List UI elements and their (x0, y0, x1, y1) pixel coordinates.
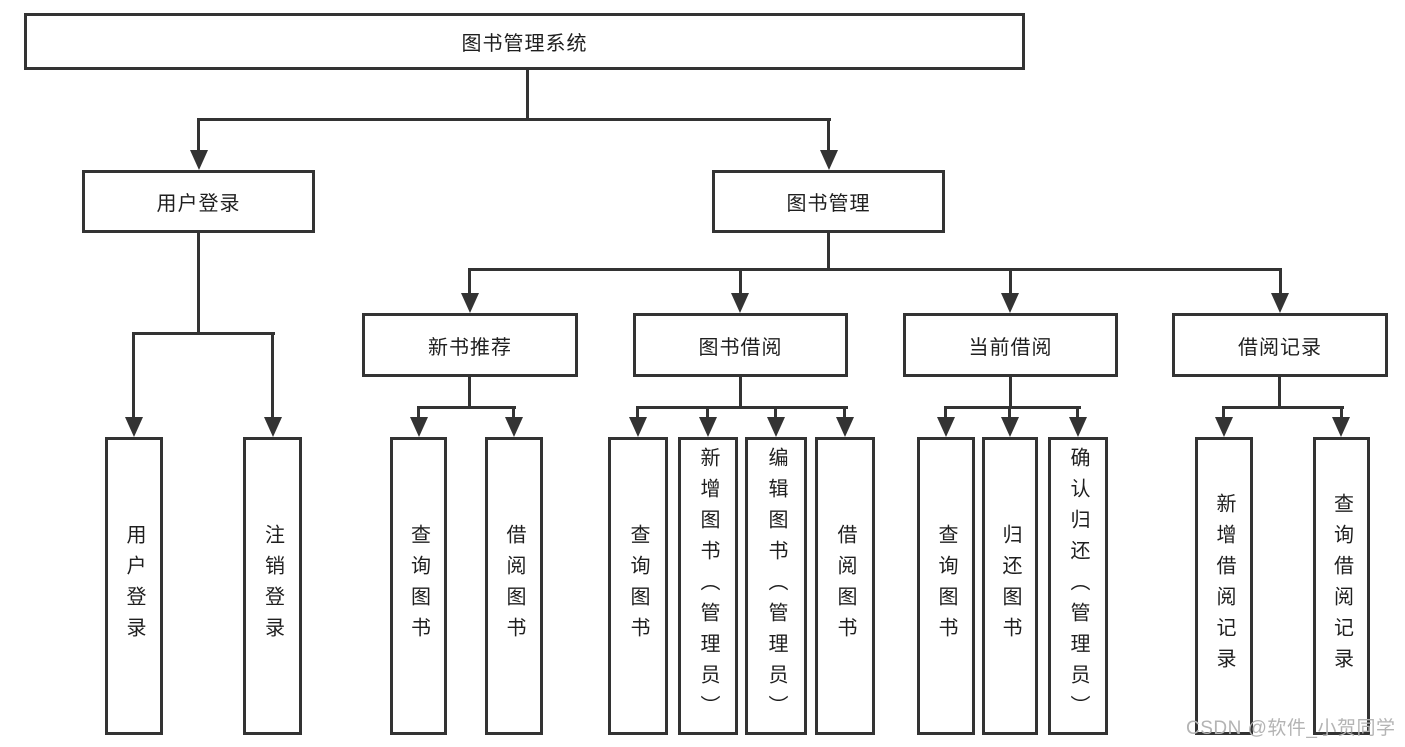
arrowhead-icon (125, 417, 143, 437)
connector-root-vline (526, 70, 529, 121)
connector-bookborrow-drop (843, 406, 846, 417)
connector-bookmgmt-drop (1279, 268, 1282, 293)
arrowhead-icon (836, 417, 854, 437)
connector-bookmgmt-drop (468, 268, 471, 293)
leaf-cb-return-books-label: 归还图书 (999, 524, 1021, 648)
arrowhead-icon (1001, 417, 1019, 437)
node-book-management-label: 图书管理 (786, 193, 871, 215)
arrowhead-icon (1332, 417, 1350, 437)
leaf-br-query-record: 查询借阅记录 (1313, 437, 1370, 735)
connector-userlogin-drop (132, 332, 135, 417)
connector-userlogin-hline (132, 332, 275, 335)
connector-bookmgmt-vline (827, 233, 830, 271)
arrowhead-icon (767, 417, 785, 437)
leaf-cb-return-books: 归还图书 (982, 437, 1038, 735)
leaf-nb-query-books: 查询图书 (390, 437, 447, 735)
arrowhead-icon (1215, 417, 1233, 437)
connector-currentborrow-vline (1009, 377, 1012, 409)
leaf-cb-confirm-return-label: 确认归还（管理员） (1067, 446, 1089, 726)
node-current-borrowing: 当前借阅 (903, 313, 1118, 377)
node-current-borrowing-label: 当前借阅 (968, 336, 1053, 359)
leaf-nb-borrow-books: 借阅图书 (485, 437, 543, 735)
node-new-book-recommend: 新书推荐 (362, 313, 578, 377)
connector-bookborrow-drop (636, 406, 639, 417)
node-user-login-label: 用户登录 (156, 193, 241, 215)
node-book-borrowing-label: 图书借阅 (698, 336, 783, 359)
connector-newbooks-vline (468, 377, 471, 409)
arrowhead-icon (629, 417, 647, 437)
leaf-user-login: 用户登录 (105, 437, 163, 735)
connector-bookborrow-drop (706, 406, 709, 417)
node-user-login: 用户登录 (82, 170, 315, 233)
leaf-br-query-record-label: 查询借阅记录 (1330, 493, 1353, 679)
arrowhead-icon (820, 150, 838, 170)
leaf-cb-query-books: 查询图书 (917, 437, 975, 735)
leaf-bb-add-books-label: 新增图书（管理员） (697, 446, 719, 726)
connector-newbooks-drop (512, 406, 515, 417)
leaf-nb-borrow-books-label: 借阅图书 (503, 524, 525, 648)
leaf-br-add-record-label: 新增借阅记录 (1213, 493, 1235, 679)
connector-records-vline (1278, 377, 1281, 409)
node-book-management: 图书管理 (712, 170, 945, 233)
arrowhead-icon (1069, 417, 1087, 437)
leaf-logout: 注销登录 (243, 437, 302, 735)
arrowhead-icon (190, 150, 208, 170)
arrowhead-icon (264, 417, 282, 437)
connector-bookmgmt-hline (468, 268, 1282, 271)
node-borrowing-records: 借阅记录 (1172, 313, 1388, 377)
connector-records-hline (1222, 406, 1344, 409)
connector-currentborrow-hline (944, 406, 1081, 409)
arrowhead-icon (937, 417, 955, 437)
csdn-watermark: CSDN @软件_小贺同学 (1186, 718, 1396, 739)
node-borrowing-records-label: 借阅记录 (1238, 336, 1322, 359)
connector-root-drop-left (197, 118, 200, 150)
leaf-nb-query-books-label: 查询图书 (407, 524, 430, 648)
arrowhead-icon (1271, 293, 1289, 313)
node-root: 图书管理系统 (24, 13, 1025, 70)
connector-bookborrow-hline (636, 406, 848, 409)
node-root-label: 图书管理系统 (461, 33, 588, 55)
arrowhead-icon (461, 293, 479, 313)
connector-newbooks-hline (417, 406, 516, 409)
arrowhead-icon (1001, 293, 1019, 313)
connector-root-drop-right (827, 118, 830, 150)
connector-currentborrow-drop (944, 406, 947, 417)
connector-records-drop (1222, 406, 1225, 417)
arrowhead-icon (731, 293, 749, 313)
leaf-bb-edit-books-label: 编辑图书（管理员） (765, 446, 787, 726)
node-book-borrowing: 图书借阅 (633, 313, 848, 377)
connector-root-hline (197, 118, 831, 121)
leaf-bb-query-books-label: 查询图书 (627, 524, 649, 648)
leaf-bb-borrow-books-label: 借阅图书 (834, 524, 856, 648)
connector-records-drop (1340, 406, 1343, 417)
connector-bookborrow-vline (739, 377, 742, 409)
arrowhead-icon (410, 417, 428, 437)
leaf-br-add-record: 新增借阅记录 (1195, 437, 1253, 735)
connector-bookmgmt-drop (739, 268, 742, 293)
connector-bookmgmt-drop (1009, 268, 1012, 293)
leaf-logout-label: 注销登录 (261, 524, 284, 648)
leaf-cb-query-books-label: 查询图书 (935, 524, 957, 648)
connector-newbooks-drop (417, 406, 420, 417)
connector-currentborrow-drop (1076, 406, 1079, 417)
arrowhead-icon (699, 417, 717, 437)
leaf-bb-borrow-books: 借阅图书 (815, 437, 875, 735)
node-new-book-recommend-label: 新书推荐 (428, 336, 512, 359)
leaf-user-login-label: 用户登录 (123, 524, 145, 648)
leaf-bb-query-books: 查询图书 (608, 437, 668, 735)
leaf-bb-edit-books: 编辑图书（管理员） (745, 437, 807, 735)
connector-bookborrow-drop (774, 406, 777, 417)
connector-userlogin-drop (271, 332, 274, 417)
leaf-cb-confirm-return: 确认归还（管理员） (1048, 437, 1108, 735)
connector-userlogin-vline (197, 233, 200, 334)
arrowhead-icon (505, 417, 523, 437)
connector-currentborrow-drop (1008, 406, 1011, 417)
leaf-bb-add-books: 新增图书（管理员） (678, 437, 738, 735)
